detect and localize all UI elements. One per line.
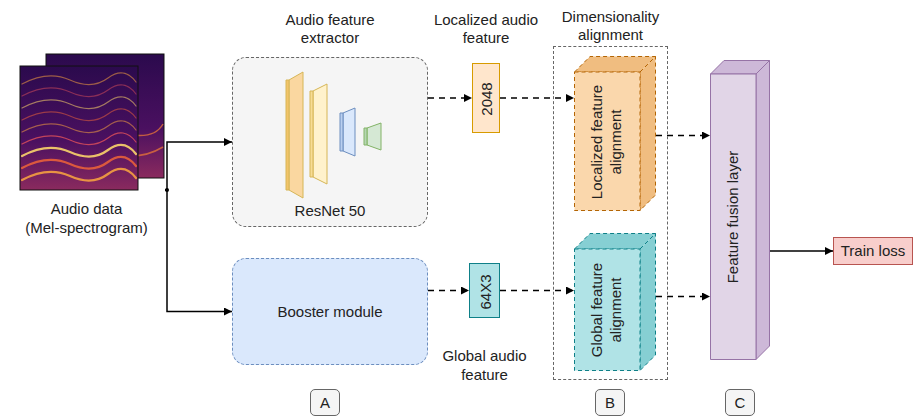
- node-label: Global feature alignment: [588, 254, 626, 366]
- node-label: 2048: [478, 68, 497, 130]
- node-label: Localized feature alignment: [588, 78, 626, 206]
- node-label: Train loss: [841, 242, 905, 261]
- node-label: C: [735, 393, 746, 412]
- extractor-box: Audio feature extractorResNet 50: [232, 57, 428, 227]
- node-label: A: [320, 393, 330, 412]
- node-label: Audio data (Mel-spectrogram): [8, 200, 165, 238]
- caption-text: Dimensionality alignment: [552, 8, 670, 46]
- arrow-connector: [770, 250, 833, 252]
- loss-box: Train loss: [833, 237, 913, 265]
- node-label: ResNet 50: [233, 202, 427, 221]
- section-letter: B: [595, 389, 625, 416]
- node-label: B: [605, 393, 615, 412]
- spectrogram-image: [8, 52, 168, 197]
- booster-box: Booster module: [232, 258, 428, 365]
- alignment-group: Dimensionality alignmentLocalized featur…: [553, 46, 668, 380]
- arrow-connector: [500, 97, 574, 99]
- alignment-block: Global feature alignment: [574, 233, 656, 371]
- arrow-connector: [165, 190, 232, 312]
- node-label: Booster module: [277, 302, 382, 321]
- section-letter: C: [725, 389, 755, 416]
- caption-text: Localized audio feature: [426, 11, 546, 49]
- feature-bar: 64X3Global audio feature: [469, 263, 500, 318]
- node-label: Feature fusion layer: [724, 82, 743, 352]
- arrow-connector: [428, 290, 469, 292]
- arrow-connector: [428, 97, 472, 99]
- arrow-connector: [165, 142, 232, 190]
- arrow-connector: [656, 296, 710, 298]
- arrow-connector: [656, 135, 710, 137]
- input-spectrogram: Audio data (Mel-spectrogram): [8, 52, 165, 247]
- alignment-block: Localized feature alignment: [574, 56, 656, 211]
- caption-text: Audio feature extractor: [270, 11, 390, 49]
- fusion-layer: Feature fusion layer: [710, 60, 770, 360]
- caption-text: Global audio feature: [439, 347, 531, 385]
- feature-bar: Localized audio feature2048: [472, 63, 500, 133]
- section-letter: A: [310, 389, 340, 416]
- arrow-connector: [500, 290, 574, 292]
- node-label: 64X3: [476, 267, 495, 317]
